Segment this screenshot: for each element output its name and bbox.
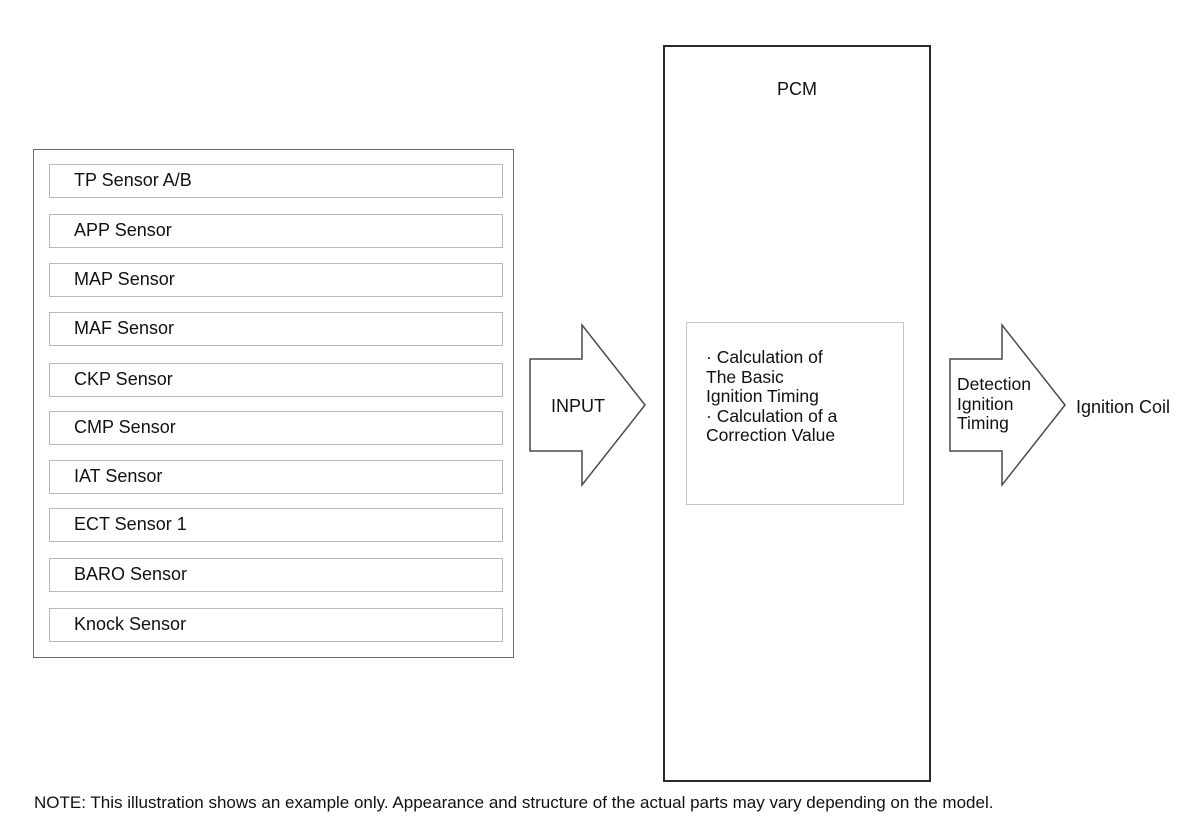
output-arrow-label-line: Timing xyxy=(957,413,1009,433)
output-arrow-label-line: Ignition xyxy=(957,393,1014,414)
sensor-item-map: MAP Sensor xyxy=(49,263,503,297)
sensor-item-app: APP Sensor xyxy=(49,214,503,248)
sensor-item-iat: IAT Sensor xyxy=(49,460,503,494)
sensor-item-ect: ECT Sensor 1 xyxy=(49,508,503,542)
input-arrow-label: INPUT xyxy=(551,396,605,416)
input-arrow xyxy=(529,322,646,488)
calculation-line: Correction Value xyxy=(706,425,836,445)
output-arrow-shape xyxy=(949,322,1066,488)
sensor-item-ckp: CKP Sensor xyxy=(49,363,503,397)
sensor-panel: TP Sensor A/B APP Sensor MAP Sensor MAF … xyxy=(33,149,514,658)
ignition-coil-label: Ignition Coil xyxy=(1076,397,1171,417)
input-arrow-shape xyxy=(529,322,646,488)
calculation-line: The Basic xyxy=(706,366,784,387)
sensor-item-knock: Knock Sensor xyxy=(49,608,503,642)
output-arrow-label: Detection Ignition Timing xyxy=(957,374,1031,434)
calculation-line: Ignition Timing xyxy=(706,386,819,406)
sensor-item-maf: MAF Sensor xyxy=(49,312,503,346)
footnote: NOTE: This illustration shows an example… xyxy=(34,793,994,812)
sensor-item-baro: BARO Sensor xyxy=(49,558,503,592)
sensor-item-tp: TP Sensor A/B xyxy=(49,164,503,198)
output-arrow-label-line: Detection xyxy=(957,374,1031,394)
calculation-line: · Calculation of a xyxy=(706,405,838,426)
pcm-box: PCM xyxy=(663,45,931,782)
calculation-line: · Calculation of xyxy=(706,347,823,367)
output-arrow xyxy=(949,322,1066,488)
pcm-title: PCM xyxy=(777,79,817,99)
sensor-item-cmp: CMP Sensor xyxy=(49,411,503,445)
calculation-box: · Calculation of The Basic Ignition Timi… xyxy=(686,322,904,505)
